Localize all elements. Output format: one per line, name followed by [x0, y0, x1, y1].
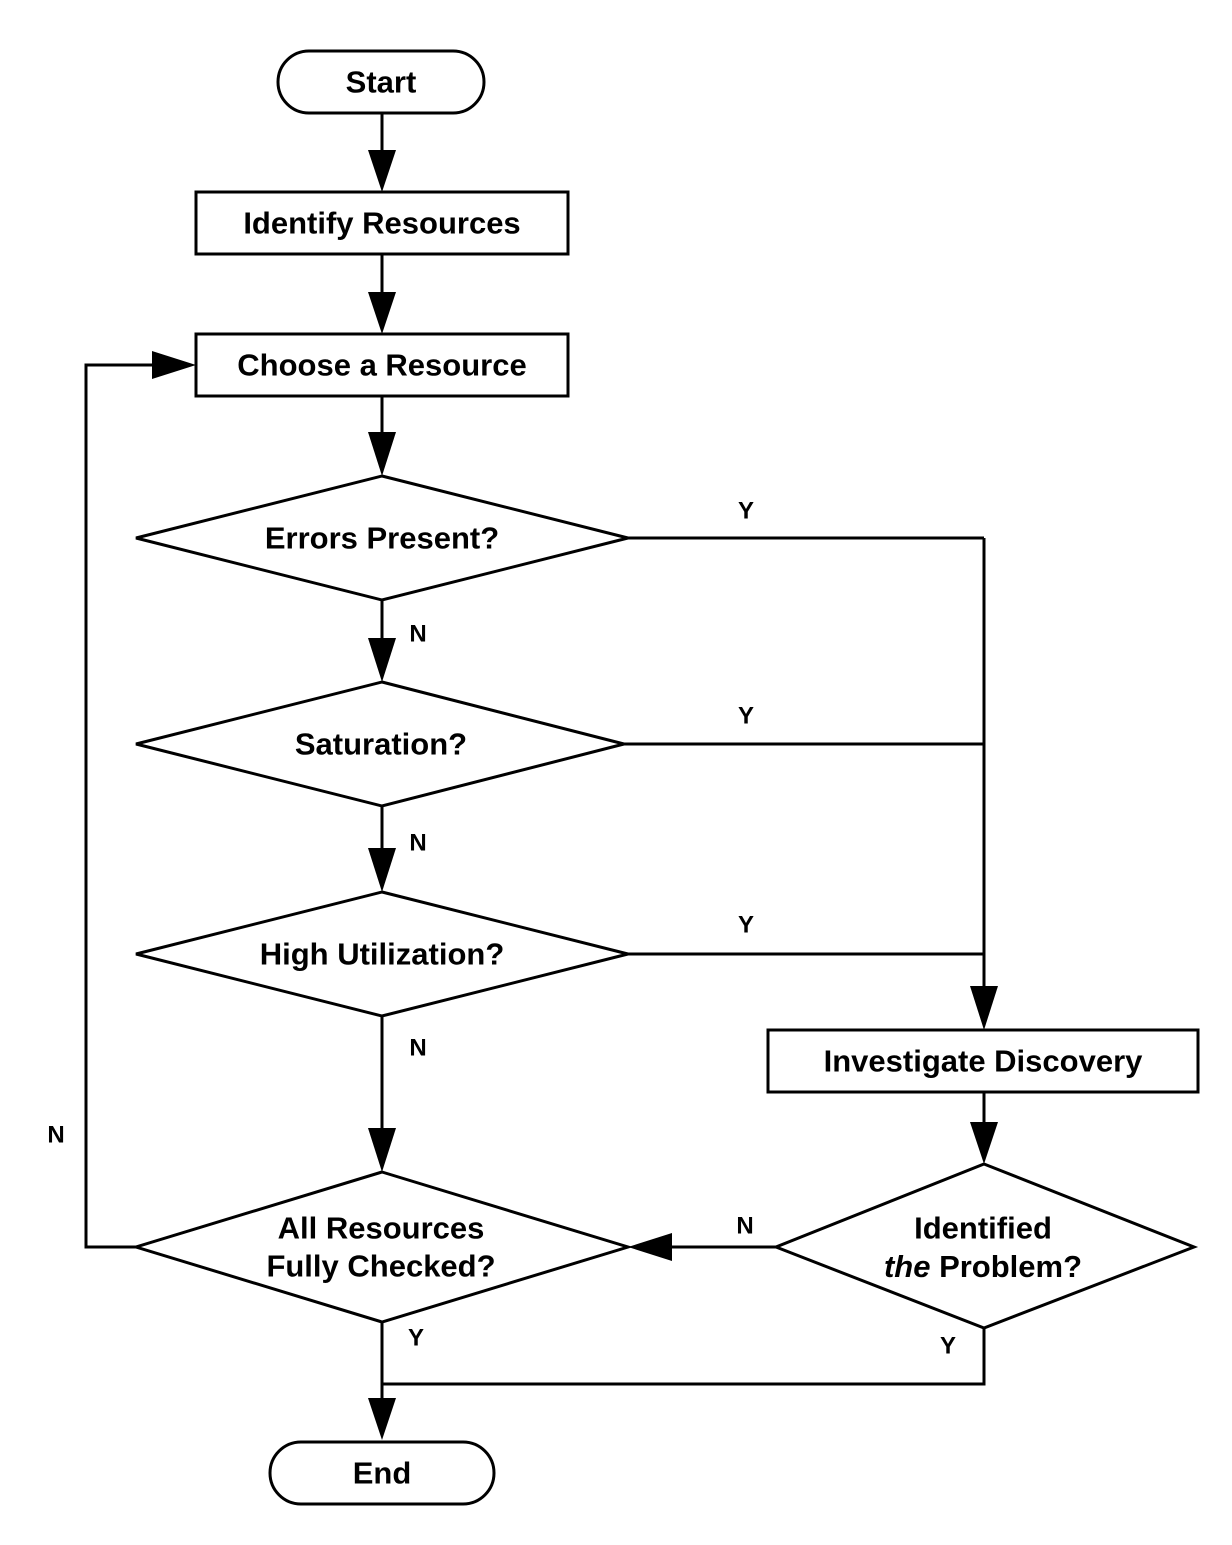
arrow-to-choose [368, 292, 396, 334]
identified-no-label: N [736, 1213, 753, 1240]
start-node: Start [276, 49, 486, 115]
arrow-to-allchecked-from-right [628, 1233, 672, 1261]
utilization-label: High Utilization? [260, 937, 505, 972]
end-label: End [353, 1456, 412, 1491]
end-node: End [268, 1440, 496, 1506]
errors-decision: Errors Present? [135, 474, 629, 602]
loop-no-label: N [47, 1122, 64, 1149]
arrow-to-end [368, 1398, 396, 1440]
arrow-to-errors [368, 432, 396, 476]
identified-label-line1: Identified [914, 1211, 1052, 1246]
arrow-to-saturation [368, 638, 396, 682]
investigate-node: Investigate Discovery [766, 1028, 1200, 1094]
arrow-to-allchecked [368, 1128, 396, 1172]
arrow-to-choose-loop [152, 351, 196, 379]
identified-yes-label: Y [940, 1333, 956, 1360]
all-checked-label-line1: All Resources [278, 1211, 485, 1246]
arrow-to-identified [970, 1122, 998, 1164]
saturation-decision: Saturation? [135, 680, 625, 808]
errors-label: Errors Present? [265, 521, 499, 556]
start-label: Start [346, 65, 417, 100]
all-checked-label-line2: Fully Checked? [266, 1249, 495, 1284]
errors-yes-label: Y [738, 498, 754, 525]
choose-resource-node: Choose a Resource [194, 332, 570, 398]
arrow-to-investigate [970, 986, 998, 1030]
saturation-no-label: N [409, 830, 426, 857]
utilization-decision: High Utilization? [135, 890, 629, 1018]
branch-labels: Y N Y N Y N N N Y Y [47, 498, 956, 1360]
choose-resource-label: Choose a Resource [237, 348, 526, 383]
identify-resources-node: Identify Resources [194, 190, 570, 256]
identified-italic-word: the [884, 1249, 931, 1284]
edge-loop-back [84, 363, 152, 1249]
utilization-yes-label: Y [738, 912, 754, 939]
errors-no-label: N [409, 621, 426, 648]
arrow-to-identify [368, 150, 396, 192]
saturation-label: Saturation? [295, 727, 467, 762]
edges [84, 113, 998, 1440]
all-checked-decision: All Resources Fully Checked? [130, 1170, 634, 1324]
identified-decision: Identified the Problem? [771, 1162, 1199, 1330]
investigate-label: Investigate Discovery [824, 1044, 1144, 1079]
arrow-to-utilization [368, 848, 396, 892]
all-checked-yes-label: Y [408, 1325, 424, 1352]
identify-resources-label: Identify Resources [243, 206, 520, 241]
identified-rest: Problem? [930, 1249, 1082, 1284]
saturation-yes-label: Y [738, 703, 754, 730]
edge-identified-yes [382, 1328, 986, 1386]
utilization-no-label: N [409, 1035, 426, 1062]
identified-label-line2: the Problem? [884, 1249, 1082, 1284]
